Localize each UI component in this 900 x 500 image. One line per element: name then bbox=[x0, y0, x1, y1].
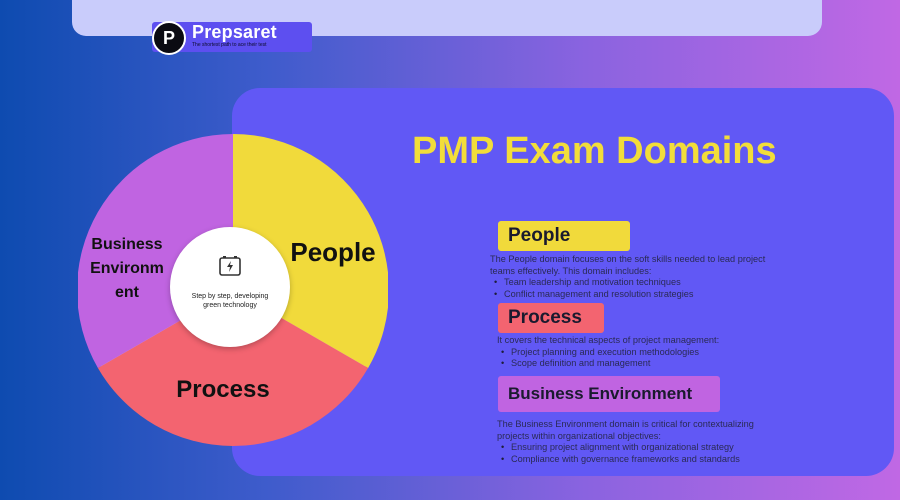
brand-mark-icon: P bbox=[152, 21, 186, 55]
wheel-center-text: Step by step, developing green technolog… bbox=[191, 293, 269, 309]
section-body-business: The Business Environment domain is criti… bbox=[497, 419, 787, 465]
list-item: Compliance with governance frameworks an… bbox=[497, 454, 787, 466]
brand-name: Prepsaret bbox=[192, 22, 277, 42]
list-item: Scope definition and management bbox=[497, 358, 787, 370]
list-item: Project planning and execution methodolo… bbox=[497, 347, 787, 359]
wheel-label-process: Process bbox=[176, 376, 270, 403]
brand-tagline: The shortest path to ace their test bbox=[192, 42, 267, 48]
section-heading-process: Process bbox=[498, 303, 604, 333]
section-body-people: The People domain focuses on the soft sk… bbox=[490, 254, 780, 300]
section-heading-people: People bbox=[498, 221, 630, 251]
section-heading-business: Business Environment bbox=[498, 376, 720, 412]
wheel-segment-process bbox=[97, 290, 369, 447]
section-heading-process-text: Process bbox=[508, 307, 582, 328]
wheel-center: Step by step, developing green technolog… bbox=[170, 227, 290, 347]
wheel-label-business: Business Environm ent bbox=[84, 233, 170, 305]
section-heading-people-text: People bbox=[508, 225, 571, 246]
brand-logo[interactable]: P Prepsaret The shortest path to ace the… bbox=[152, 21, 312, 55]
list-item: Team leadership and motivation technique… bbox=[490, 277, 780, 289]
wheel-label-people: People bbox=[290, 237, 376, 267]
wheel-label-business-line-1: Business bbox=[91, 236, 163, 253]
battery-charging-icon bbox=[219, 256, 241, 276]
section-intro-business: The Business Environment domain is criti… bbox=[497, 419, 754, 441]
section-bullets-people: Team leadership and motivation technique… bbox=[490, 277, 780, 300]
list-item: Ensuring project alignment with organiza… bbox=[497, 442, 787, 454]
section-bullets-business: Ensuring project alignment with organiza… bbox=[497, 442, 787, 465]
section-heading-business-text: Business Environment bbox=[508, 384, 693, 403]
wheel-label-business-line-2: Environm bbox=[90, 260, 164, 277]
wheel-label-business-line-3: ent bbox=[115, 284, 139, 301]
section-bullets-process: Project planning and execution methodolo… bbox=[497, 347, 787, 370]
brand-mark-letter: P bbox=[162, 27, 175, 48]
section-intro-process: It covers the technical aspects of proje… bbox=[497, 335, 720, 345]
section-intro-people: The People domain focuses on the soft sk… bbox=[490, 254, 766, 276]
page-title: PMP Exam Domains bbox=[412, 130, 777, 172]
list-item: Conflict management and resolution strat… bbox=[490, 289, 780, 301]
section-body-process: It covers the technical aspects of proje… bbox=[497, 335, 787, 370]
